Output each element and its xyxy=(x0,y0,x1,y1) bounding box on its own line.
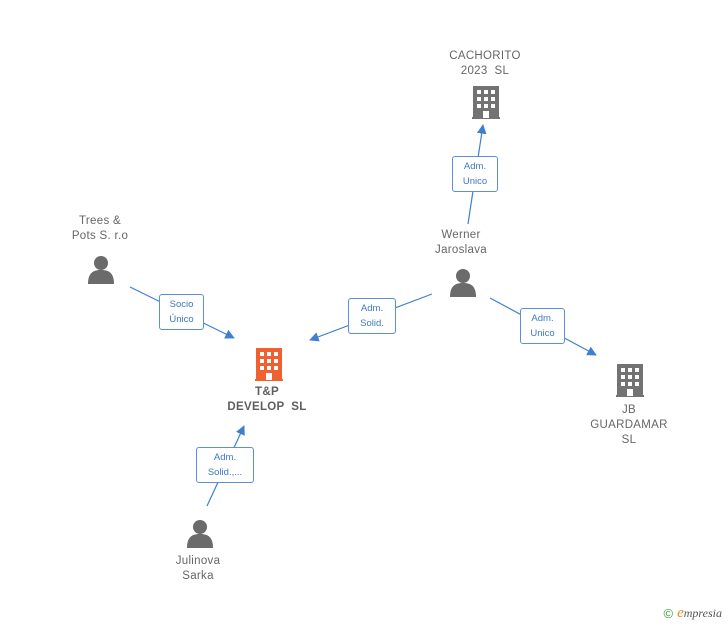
node-label-jb[interactable]: JB GUARDAMAR SL xyxy=(579,403,679,448)
node-label-julinova[interactable]: Julinova Sarka xyxy=(148,554,248,584)
building-icon[interactable] xyxy=(255,348,283,381)
node-label-line: Pots S. r.o xyxy=(71,230,129,242)
node-label-tp[interactable]: T&P DEVELOP SL xyxy=(212,385,322,415)
node-label-line: CACHORITO xyxy=(449,50,521,62)
edge-label-line: Unico xyxy=(462,176,488,187)
node-label-line: Jaroslava xyxy=(435,244,487,256)
node-label-trees[interactable]: Trees & Pots S. r.o xyxy=(50,214,150,244)
node-label-line: Trees & xyxy=(79,215,121,227)
brand-name: mpresia xyxy=(683,606,722,620)
node-label-line: Werner xyxy=(441,229,481,241)
node-label-line: T&P xyxy=(255,386,279,398)
node-label-cachorito[interactable]: CACHORITO 2023 SL xyxy=(435,49,535,79)
node-label-line: GUARDAMAR xyxy=(590,419,668,431)
edge-label-line: Solid. xyxy=(360,318,384,329)
edge-label-werner-cachorito[interactable]: Adm. Unico xyxy=(452,156,498,192)
edge-label-line: Adm. xyxy=(213,452,237,463)
node-label-line: 2023 SL xyxy=(460,65,510,77)
edge-label-werner-jb[interactable]: Adm. Unico xyxy=(520,308,565,344)
edge-label-line: Socio xyxy=(169,299,194,310)
node-label-werner[interactable]: Werner Jaroslava xyxy=(411,228,511,258)
node-label-line: SL xyxy=(621,434,637,446)
brand-initial: e xyxy=(677,605,684,621)
person-icon[interactable] xyxy=(88,256,114,284)
node-label-line: DEVELOP SL xyxy=(227,401,307,413)
person-icon[interactable] xyxy=(187,520,213,548)
edge-label-line: Adm. xyxy=(463,161,487,172)
edge-label-line: Único xyxy=(169,314,194,325)
edge-label-trees-tp[interactable]: Socio Único xyxy=(159,294,204,330)
building-icon[interactable] xyxy=(616,364,644,397)
edge-label-line: Adm. xyxy=(531,313,554,324)
copyright-icon: © xyxy=(663,606,674,621)
building-icon[interactable] xyxy=(472,86,500,119)
node-label-line: JB xyxy=(621,404,637,416)
edge-label-julinova-tp[interactable]: Adm. Solid.,... xyxy=(196,447,254,483)
edge-label-line: Adm. xyxy=(360,303,384,314)
person-icon[interactable] xyxy=(450,269,476,297)
node-label-line: Sarka xyxy=(182,570,214,582)
edge-label-line: Unico xyxy=(530,328,555,339)
edge-label-line: Solid.,... xyxy=(207,467,243,478)
node-label-line: Julinova xyxy=(175,555,221,567)
footer-credit: © empresia xyxy=(664,605,723,622)
edge-label-werner-tp[interactable]: Adm. Solid. xyxy=(348,298,396,334)
brand-logo[interactable]: empresia xyxy=(677,605,722,622)
